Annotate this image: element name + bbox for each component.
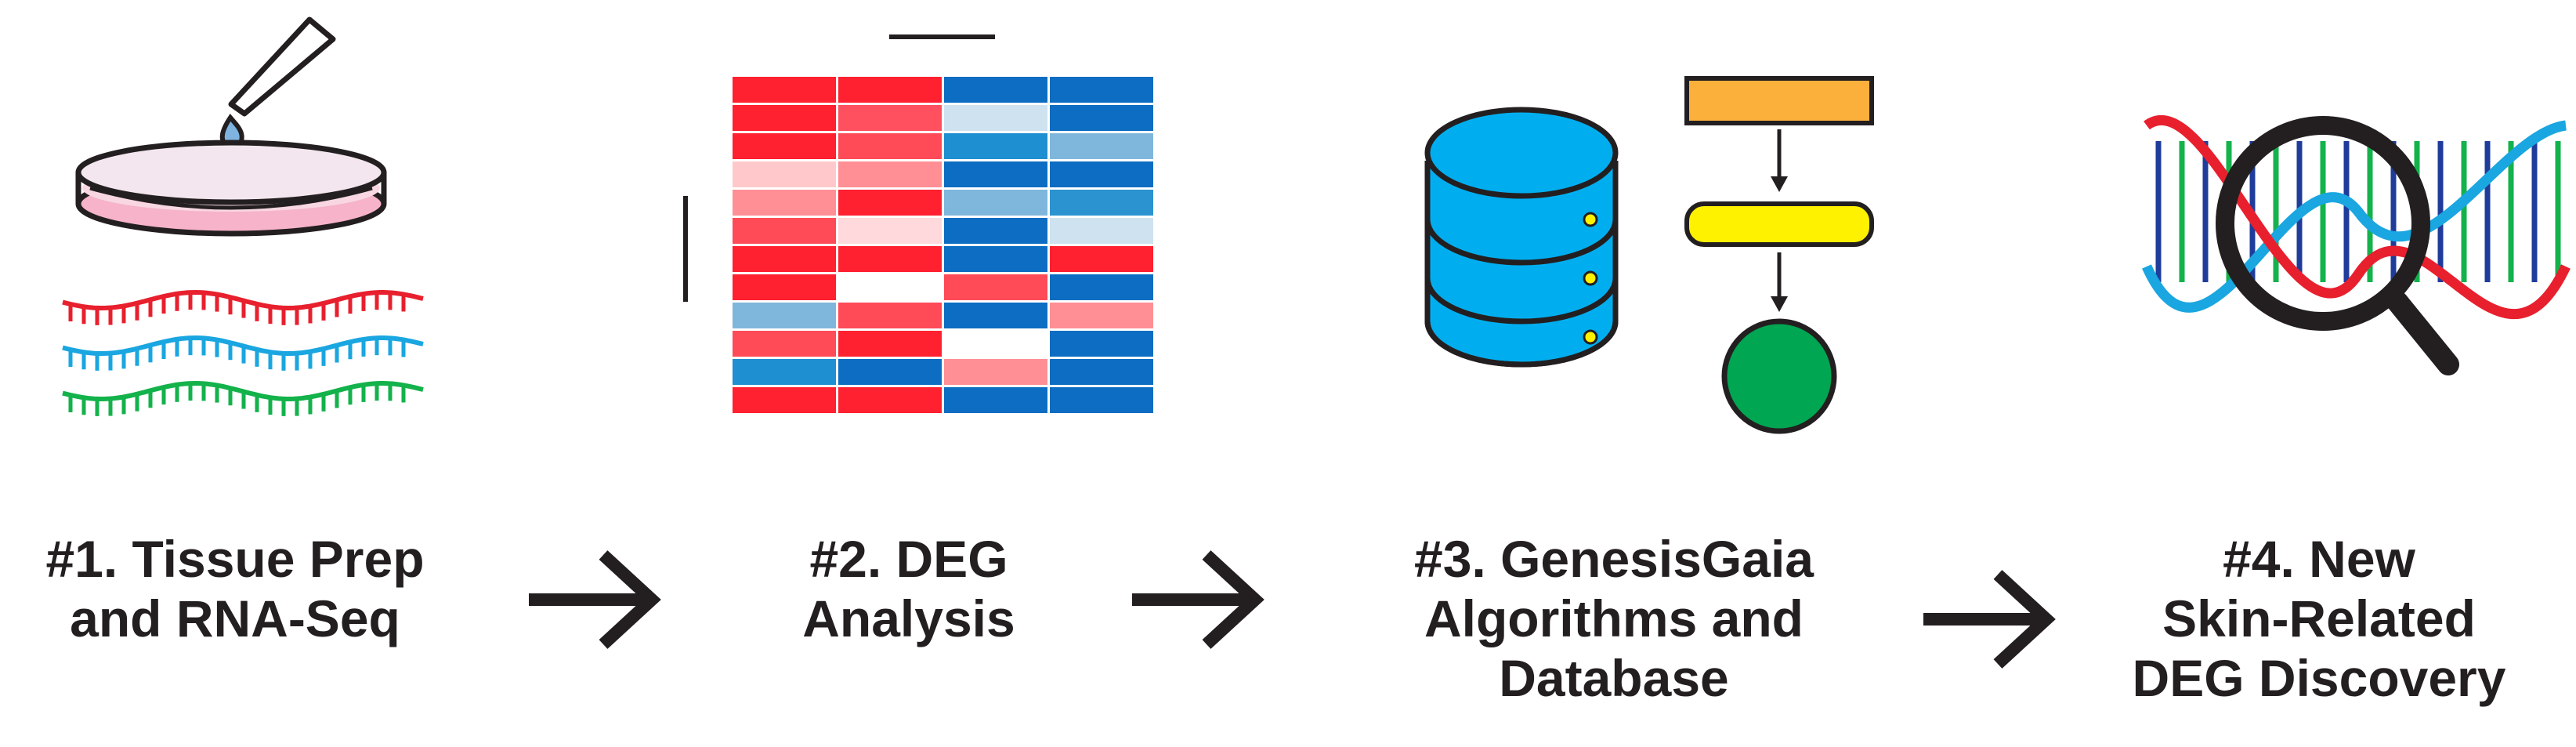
heatmap-cell [838,387,942,413]
heatmap-cell [733,331,836,357]
heatmap-cell [944,133,1047,159]
step-label-line: #3. GenesisGaia [1414,530,1814,588]
right-arrow-icon [1132,550,1264,649]
heatmap-cell [944,77,1047,103]
step-label-line: Analysis [802,589,1015,647]
step-label-line: Skin-Related [2162,589,2476,647]
heatmap-cell [733,246,836,272]
heatmap-cell [838,303,942,328]
step-label-line: DEG Discovery [2132,649,2506,707]
heatmap-cell [733,161,836,187]
dna-helix-icon [2142,114,2571,375]
step-label-line: Algorithms and [1424,589,1804,647]
heatmap-cell [1050,246,1153,272]
flowchart-icon [1684,76,1874,434]
heatmap-cell [1050,161,1153,187]
heatmap-cell [838,246,942,272]
right-arrow-icon [1923,570,2056,669]
step-1-label: #1. Tissue Prep and RNA-Seq [0,529,470,648]
heatmap-icon [683,34,1153,413]
step-label-line: #2. DEG [809,530,1008,588]
heatmap-cell [1050,359,1153,385]
petri-dish-icon [75,16,387,237]
heatmap-cell [944,105,1047,131]
step-label-line: Database [1499,649,1729,707]
heatmap-cell [1050,387,1153,413]
heatmap-cell [1050,133,1153,159]
heatmap-cell [944,190,1047,216]
heatmap-cell [1050,331,1153,357]
heatmap-cell [944,303,1047,328]
heatmap-cell [733,77,836,103]
heatmap-cell [838,274,942,300]
heatmap-cell [733,105,836,131]
heatmap-cell [733,133,836,159]
heatmap-cell [838,218,942,244]
heatmap-cell [838,105,942,131]
heatmap-cell [838,77,942,103]
heatmap-cell [944,246,1047,272]
heatmap-cell [733,190,836,216]
step-2-label: #2. DEG Analysis [705,529,1113,648]
database-icon [1424,107,1619,368]
heatmap-cell [944,274,1047,300]
heatmap-cell [838,359,942,385]
heatmap-cell [838,133,942,159]
step-label-line: and RNA-Seq [70,589,400,647]
step-4-label: #4. New Skin-Related DEG Discovery [2068,529,2570,708]
step-label-line: #4. New [2223,530,2415,588]
heatmap-cell [1050,303,1153,328]
rna-strands-icon [62,289,424,416]
heatmap-cell [944,387,1047,413]
pipette-icon [219,16,336,150]
heatmap-cell [1050,105,1153,131]
heatmap-cell [838,161,942,187]
right-arrow-icon [529,550,661,649]
heatmap-cell [733,359,836,385]
heatmap-cell [838,190,942,216]
heatmap-cell [733,274,836,300]
heatmap-cell [944,359,1047,385]
heatmap-cell [733,387,836,413]
heatmap-cell [733,303,836,328]
heatmap-cell [944,161,1047,187]
heatmap-cell [1050,274,1153,300]
step-3-label: #3. GenesisGaia Algorithms and Database [1348,529,1880,708]
heatmap-cell [944,331,1047,357]
heatmap-cell [733,218,836,244]
heatmap-cell [944,218,1047,244]
heatmap-cell [838,331,942,357]
magnifier-icon [2216,116,2459,375]
heatmap-cell [1050,77,1153,103]
heatmap-cell [1050,218,1153,244]
heatmap-cell [1050,190,1153,216]
step-label-line: #1. Tissue Prep [45,530,425,588]
